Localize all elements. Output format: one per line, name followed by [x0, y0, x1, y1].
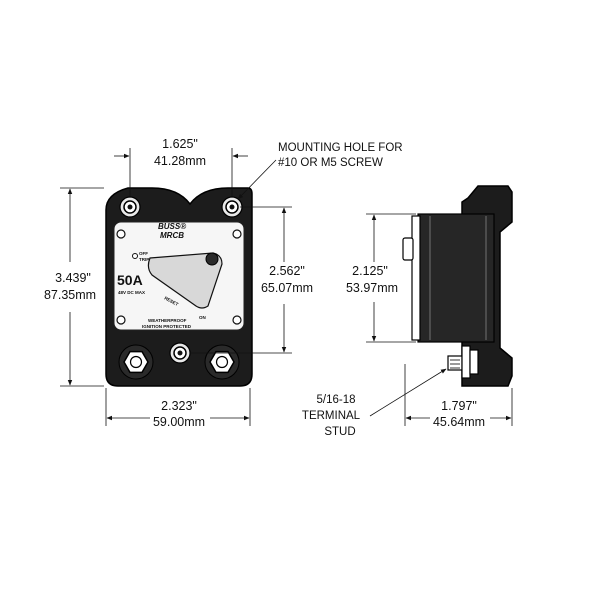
dimension-left-height: 3.439" 87.35mm [44, 187, 104, 387]
reset-lever [147, 252, 223, 309]
mounting-hole-callout: MOUNTING HOLE FOR #10 OR M5 SCREW [237, 142, 403, 200]
dimension-bottom-width: 2.323" 59.00mm [105, 388, 251, 429]
svg-text:TERMINAL: TERMINAL [302, 410, 361, 422]
svg-text:2.562": 2.562" [269, 264, 305, 278]
terminal-stud-callout: 5/16-18 TERMINAL STUD [302, 368, 447, 438]
mounting-hole-top-right [221, 196, 243, 218]
svg-text:1.625": 1.625" [162, 137, 198, 151]
svg-text:3.439": 3.439" [55, 271, 91, 285]
rivet-icon [116, 315, 126, 325]
rivet-icon [232, 229, 242, 239]
side-lever [402, 237, 414, 261]
rivet-icon [232, 315, 242, 325]
svg-text:53.97mm: 53.97mm [346, 281, 398, 295]
svg-text:45.64mm: 45.64mm [433, 415, 485, 429]
trip-indicator-icon [132, 253, 138, 259]
terminal-left [118, 344, 154, 380]
terminal-stud [447, 345, 479, 379]
side-face-plate [411, 215, 421, 341]
ignition-protected-label: IGNITION PROTECTED [142, 324, 192, 329]
dimension-side-height: 2.125" 53.97mm [346, 213, 416, 343]
off-label: OFF [139, 251, 148, 256]
mounting-hole-bottom-center [169, 342, 191, 364]
svg-text:#10 OR M5 SCREW: #10 OR M5 SCREW [278, 157, 383, 169]
reset-label: RESET [164, 295, 180, 307]
brand-line2: MRCB [160, 231, 184, 240]
svg-text:MOUNTING HOLE FOR: MOUNTING HOLE FOR [278, 142, 403, 154]
svg-text:STUD: STUD [324, 426, 355, 438]
terminal-right [204, 344, 240, 380]
side-body [417, 213, 495, 343]
lever-pivot-icon [205, 252, 219, 266]
trip-label: TRIP [139, 257, 149, 262]
front-view: BUSS® MRCB OFF TRIP 50A 48V DC MAX RESET… [105, 187, 253, 387]
mounting-hole-top-left [119, 196, 141, 218]
voltage-label: 48V DC MAX [118, 290, 145, 295]
svg-text:59.00mm: 59.00mm [153, 415, 205, 429]
side-view [402, 185, 513, 387]
rivet-icon [116, 229, 126, 239]
on-label: ON [199, 315, 206, 320]
svg-text:41.28mm: 41.28mm [154, 154, 206, 168]
svg-text:1.797": 1.797" [441, 399, 477, 413]
dimension-top-width: 1.625" 41.28mm [114, 137, 248, 196]
svg-text:65.07mm: 65.07mm [261, 281, 313, 295]
dimension-right-height: 2.562" 65.07mm [190, 206, 313, 354]
svg-text:5/16-18: 5/16-18 [316, 394, 355, 406]
brand-line1: BUSS® [158, 222, 186, 231]
svg-text:2.125": 2.125" [352, 264, 388, 278]
dimension-side-depth: 1.797" 45.64mm [404, 364, 513, 429]
rating-label: 50A [117, 272, 143, 288]
svg-text:2.323": 2.323" [161, 399, 197, 413]
weatherproof-label: WEATHERPROOF [148, 318, 187, 323]
svg-text:87.35mm: 87.35mm [44, 288, 96, 302]
